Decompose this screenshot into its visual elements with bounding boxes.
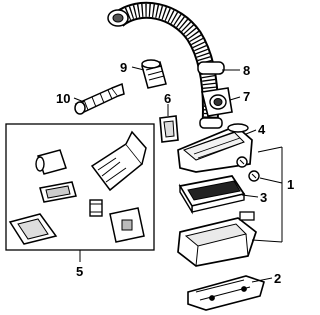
part-9-small-hose: [141, 59, 167, 89]
housing-clips: [236, 156, 260, 182]
part-3-air-filter: [178, 175, 246, 215]
part-5-kit-box: [5, 123, 155, 251]
leader-lines: [73, 66, 283, 283]
kit-bellows-duct: [90, 130, 147, 192]
callout-labels: 1 2 3 4 5 6 7 8 9 10: [56, 60, 294, 286]
part-6-gasket: [159, 115, 179, 143]
callout-3: 3: [260, 190, 267, 205]
air-intake-parts-diagram: 1 2 3 4 5 6 7 8 9 10: [5, 1, 294, 311]
part-7-sensor: [201, 87, 233, 117]
callout-7: 7: [243, 89, 250, 104]
callout-9: 9: [120, 60, 127, 75]
callout-4: 4: [258, 122, 266, 137]
callout-1: 1: [287, 177, 294, 192]
callout-5: 5: [76, 264, 83, 279]
kit-shroud: [8, 213, 58, 245]
part-1-lower-housing: [177, 211, 257, 267]
kit-bushing: [89, 199, 103, 217]
kit-elbow: [35, 149, 67, 175]
callout-6: 6: [164, 91, 171, 106]
callout-8: 8: [243, 63, 250, 78]
kit-gasket: [39, 181, 77, 203]
part-2-bracket: [187, 275, 265, 311]
kit-cover: [109, 207, 145, 243]
part-4-upper-housing: [177, 123, 253, 173]
callout-10: 10: [56, 91, 70, 106]
callout-2: 2: [274, 271, 281, 286]
part-10-connector-tube: [74, 82, 125, 115]
